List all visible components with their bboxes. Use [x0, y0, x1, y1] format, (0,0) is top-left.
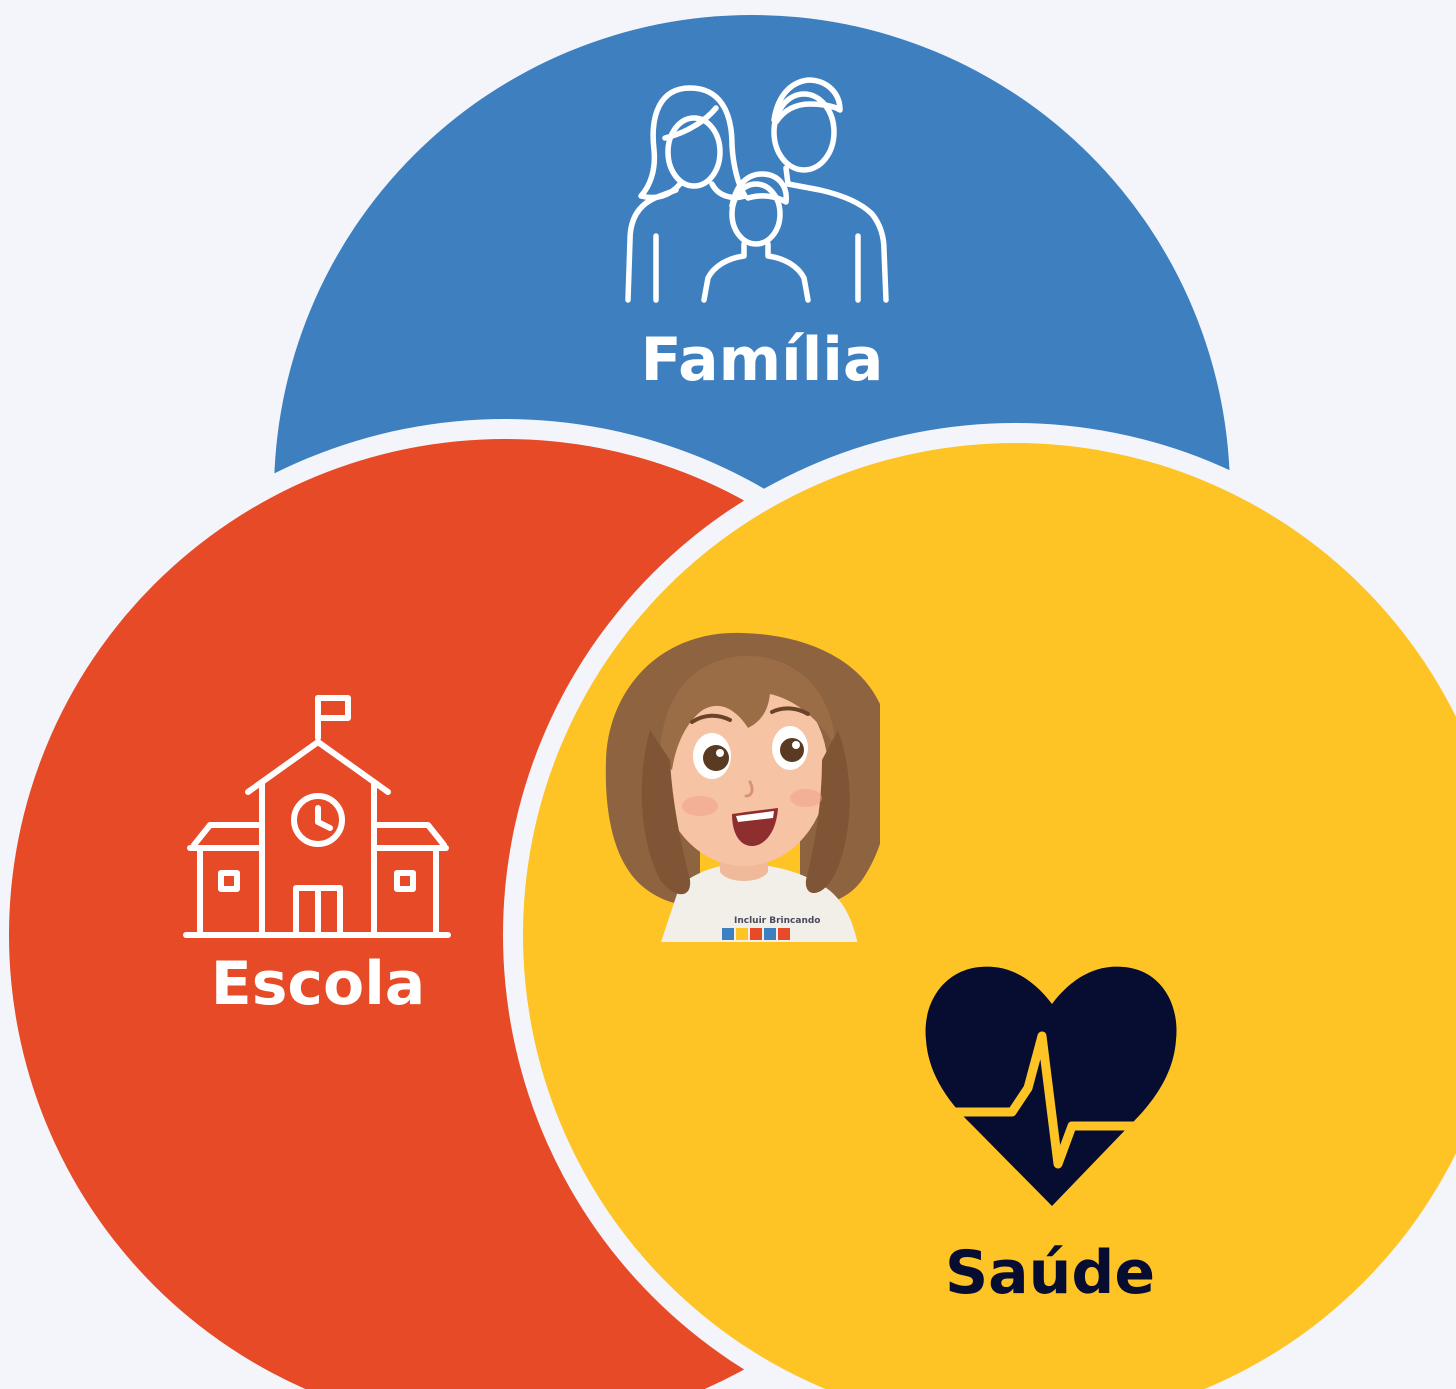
escola-label: Escola — [211, 949, 426, 1019]
shirt-logo-text: Incluir Brincando — [734, 916, 820, 926]
child-avatar — [605, 632, 880, 942]
school-icon — [183, 695, 451, 938]
heart-pulse-icon — [925, 966, 1177, 1206]
saude-label: Saúde — [945, 1238, 1155, 1308]
familia-label: Família — [641, 325, 884, 395]
familia-circle — [274, 15, 1230, 971]
family-icon — [625, 77, 889, 303]
